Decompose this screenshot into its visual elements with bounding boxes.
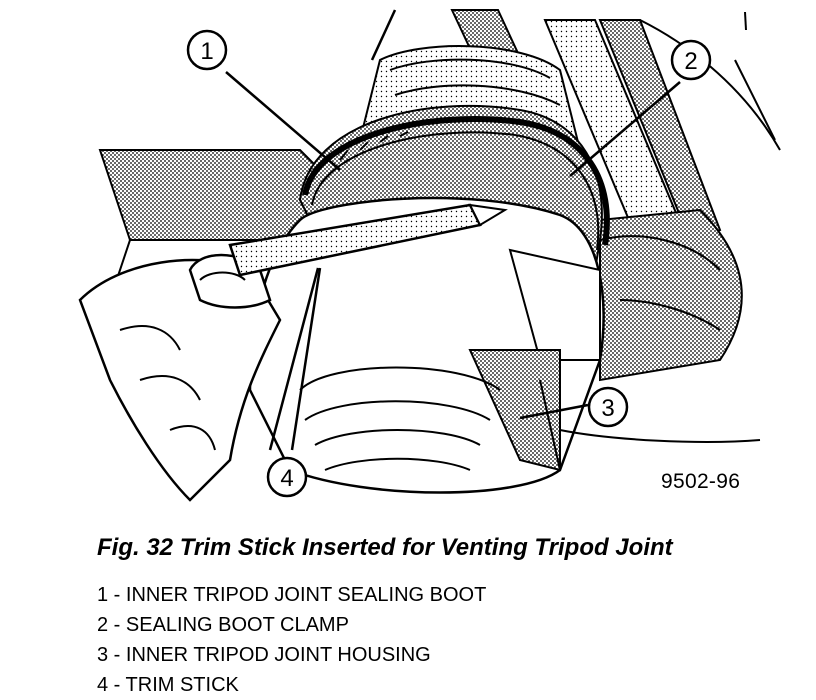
- callout-2: 2: [670, 39, 712, 81]
- legend-item: 2 - SEALING BOOT CLAMP: [97, 614, 349, 636]
- illustration: 1 2 3 4 9502-96: [78, 9, 781, 502]
- tripod-housing: [248, 196, 761, 494]
- legend-item: 1 - INNER TRIPOD JOINT SEALING BOOT: [97, 584, 487, 606]
- trim-stick: [228, 203, 508, 277]
- callout-4: 4: [266, 456, 308, 498]
- figure-id: 9502-96: [661, 470, 741, 493]
- callout-3-label: 3: [601, 395, 614, 422]
- parts-legend: 1 - INNER TRIPOD JOINT SEALING BOOT 2 - …: [97, 580, 486, 700]
- callout-4-label: 4: [280, 465, 293, 492]
- leader-lines: [225, 9, 681, 451]
- tripod-joint-drawing: 1 2 3 4: [78, 9, 781, 502]
- callout-3: 3: [587, 386, 629, 428]
- callout-1-label: 1: [200, 38, 213, 65]
- callout-2-label: 2: [684, 48, 697, 75]
- callout-1: 1: [186, 29, 228, 71]
- legend-item: 4 - TRIM STICK: [97, 674, 239, 696]
- figure-caption: Fig. 32 Trim Stick Inserted for Venting …: [97, 534, 673, 561]
- hand: [78, 253, 282, 502]
- support-bracket: [599, 208, 743, 382]
- boot-clamp: [302, 116, 610, 251]
- legend-item: 3 - INNER TRIPOD JOINT HOUSING: [97, 644, 431, 666]
